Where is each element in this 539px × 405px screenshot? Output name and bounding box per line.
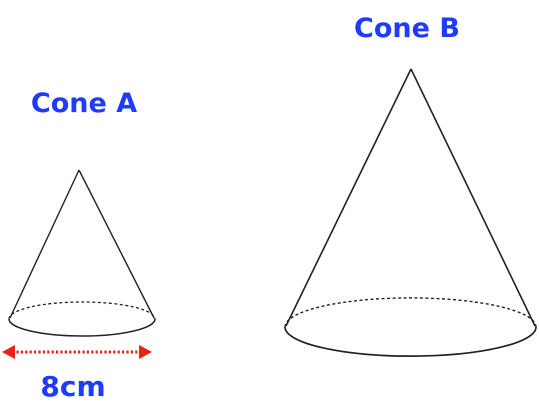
cone-a-arrowhead-right [139,345,152,359]
cone-a: Cone A 8cm [2,88,156,403]
cone-a-base-back [8,301,156,320]
cone-b-label: Cone B [354,13,460,44]
cone-b-base-front [284,326,537,357]
cone-b-base-back [284,297,537,328]
cone-b-right-edge [410,68,536,327]
cone-a-arrowhead-left [2,345,15,359]
cone-a-label: Cone A [31,88,137,119]
cone-a-right-edge [78,169,155,319]
cone-a-left-edge [9,169,80,319]
cone-a-base-front [8,318,156,337]
cone-b: Cone B [284,13,537,357]
cone-a-dimension-label: 8cm [40,370,105,403]
cone-a-diameter-arrow [2,345,152,359]
cone-b-left-edge [285,68,412,327]
